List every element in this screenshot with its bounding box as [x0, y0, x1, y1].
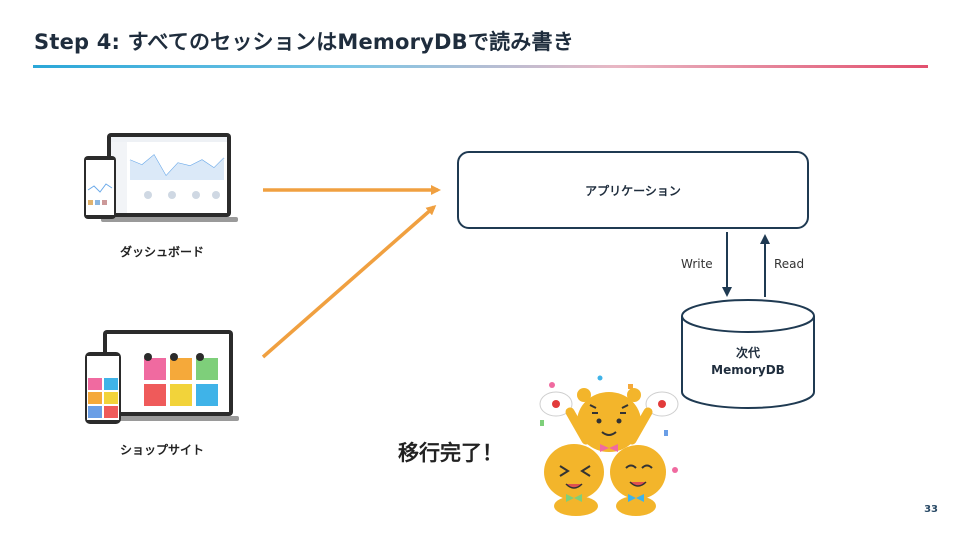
migration-complete-text: 移行完了！: [398, 441, 503, 465]
database-cylinder: [681, 299, 815, 409]
database-label-line1: 次代: [735, 346, 760, 360]
dashboard-label: ダッシュボード: [119, 245, 204, 259]
dashboard-device-illustration: [84, 133, 238, 222]
database-label: 次代 MemoryDB: [682, 345, 814, 379]
shop-site-label: ショップサイト: [119, 443, 204, 457]
page-number: 33: [924, 504, 938, 515]
database-label-line2: MemoryDB: [711, 363, 785, 377]
celebrating-tigers-illustration: [539, 375, 679, 516]
title-underline: [33, 65, 928, 68]
write-label: Write: [681, 257, 713, 271]
application-box: アプリケーション: [457, 151, 809, 229]
application-label: アプリケーション: [585, 183, 681, 198]
slide-title: Step 4: すべてのセッションはMemoryDBで読み書き: [34, 30, 574, 54]
read-label: Read: [774, 257, 805, 271]
shop-to-app-arrow: [261, 205, 437, 359]
shop-device-illustration: [85, 330, 239, 424]
